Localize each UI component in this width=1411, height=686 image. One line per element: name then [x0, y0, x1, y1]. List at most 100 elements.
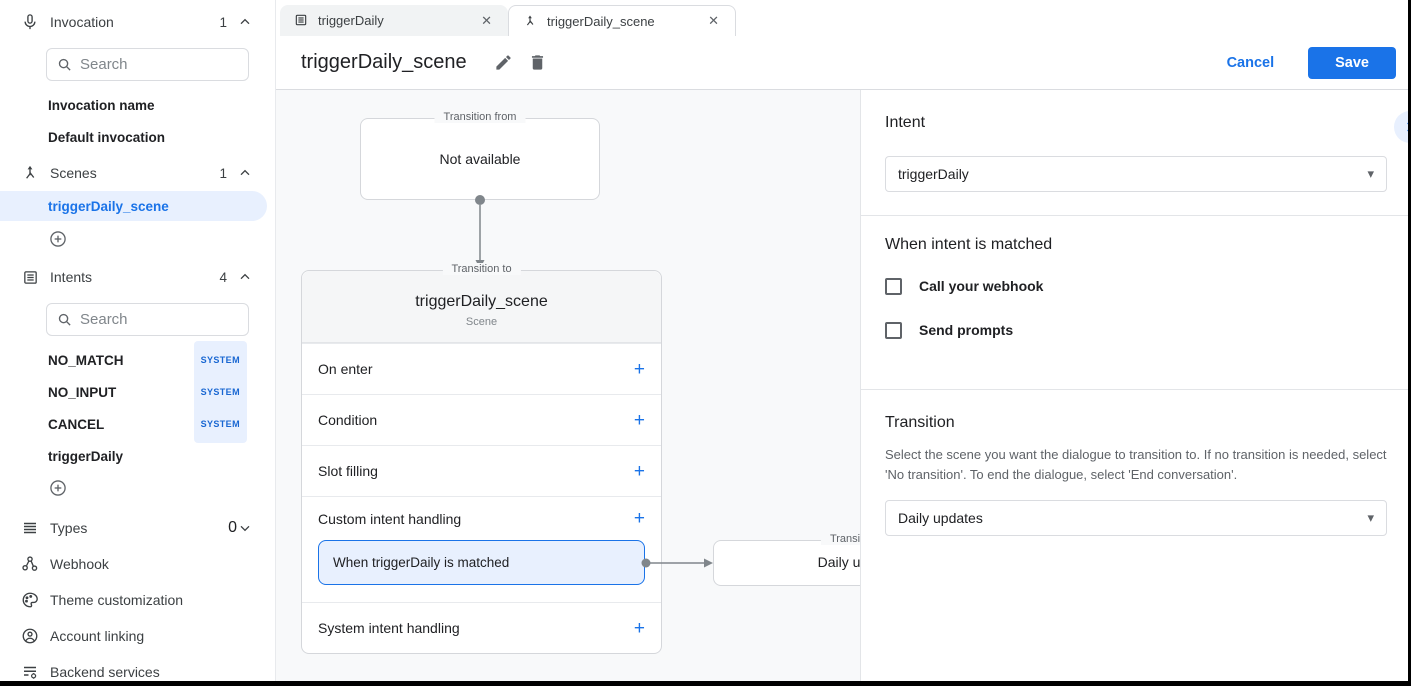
- scenes-icon: [20, 163, 40, 183]
- sidebar-item-intent[interactable]: triggerDaily: [48, 448, 124, 464]
- add-scene-button[interactable]: [0, 223, 275, 255]
- delete-button[interactable]: [521, 46, 555, 80]
- toolbar: triggerDaily_scene Cancel Save: [276, 36, 1411, 90]
- add-icon[interactable]: +: [633, 409, 645, 431]
- transition-from-node[interactable]: Transition from Not available: [360, 111, 600, 200]
- plus-circle-icon: [50, 480, 66, 496]
- content-area: Transition from Not available Transition…: [276, 90, 1411, 686]
- sidebar-item-triggerdaily-scene[interactable]: triggerDaily_scene: [0, 191, 267, 221]
- chevron-up-icon[interactable]: [237, 165, 253, 181]
- sidebar-section-label: Scenes: [50, 165, 97, 181]
- scene-row-system-intent-handling[interactable]: System intent handling +: [302, 602, 661, 653]
- types-count: 0: [228, 519, 237, 536]
- transition-from-content: Not available: [439, 151, 521, 167]
- add-intent-button[interactable]: [0, 472, 275, 504]
- plus-circle-icon: [50, 231, 66, 247]
- sidebar-item-webhook[interactable]: Webhook: [0, 546, 275, 582]
- cancel-button[interactable]: Cancel: [1226, 54, 1275, 71]
- dropdown-caret-icon: ▾: [1367, 510, 1374, 525]
- intents-icon: [20, 267, 40, 287]
- account-circle-icon: [20, 626, 40, 646]
- scene-row-on-enter[interactable]: On enter +: [302, 343, 661, 394]
- scene-node-header: triggerDaily_scene Scene: [302, 271, 661, 343]
- sidebar-section-label: Intents: [50, 269, 93, 285]
- intent-tab-icon: [294, 13, 309, 28]
- sidebar-item-invocation-name[interactable]: Invocation name: [48, 97, 155, 113]
- transition-heading: Transition: [885, 414, 955, 431]
- palette-icon: [20, 590, 40, 610]
- tab-strip: triggerDaily ✕ triggerDaily_scene ✕: [276, 0, 1411, 36]
- transition-target-node[interactable]: Transition to Daily updates: [713, 533, 860, 586]
- tab-triggerdaily-scene[interactable]: triggerDaily_scene ✕: [508, 5, 736, 36]
- window-edge-right: [1408, 0, 1411, 686]
- sidebar-section-label: Invocation: [50, 14, 114, 30]
- search-icon: [57, 57, 72, 72]
- intent-select[interactable]: triggerDaily ▾: [885, 156, 1387, 192]
- sidebar-item-intent[interactable]: NO_INPUT SYSTEM: [0, 373, 275, 411]
- intent-editor-panel: Intent triggerDaily ▾ When intent is mat…: [860, 90, 1411, 686]
- call-webhook-option[interactable]: Call your webhook: [885, 274, 1387, 298]
- chevron-up-icon[interactable]: [237, 269, 253, 285]
- sidebar-section-types[interactable]: Types 0: [0, 510, 275, 546]
- close-icon[interactable]: ✕: [708, 13, 719, 28]
- dropdown-caret-icon: ▾: [1367, 166, 1374, 181]
- invocation-count: 1: [219, 14, 227, 30]
- sidebar: Invocation 1 Invocation name Default inv…: [0, 0, 279, 686]
- add-icon[interactable]: +: [633, 460, 645, 482]
- chevron-up-icon[interactable]: [237, 14, 253, 30]
- add-icon[interactable]: +: [633, 617, 645, 639]
- scene-row-slot-filling[interactable]: Slot filling +: [302, 445, 661, 496]
- sidebar-section-scenes[interactable]: Scenes 1: [0, 157, 275, 189]
- intents-search[interactable]: [46, 303, 279, 336]
- save-button[interactable]: Save: [1308, 46, 1396, 79]
- sidebar-section-invocation[interactable]: Invocation 1: [0, 6, 275, 38]
- down-arrow-connector: [475, 195, 485, 269]
- transition-target-content: Daily updates: [817, 554, 860, 570]
- sidebar-section-intents[interactable]: Intents 4: [0, 261, 275, 293]
- checkbox-call-webhook[interactable]: [885, 277, 902, 295]
- sidebar-item-default-invocation[interactable]: Default invocation: [48, 129, 166, 145]
- transition-section: Transition Select the scene you want the…: [861, 390, 1411, 560]
- transition-select[interactable]: Daily updates ▾: [885, 500, 1387, 536]
- sidebar-item-intent[interactable]: CANCEL SYSTEM: [0, 405, 275, 443]
- main-area: triggerDaily ✕ triggerDaily_scene ✕ trig…: [276, 0, 1411, 686]
- scene-row-custom-intent-handling[interactable]: Custom intent handling +: [302, 496, 661, 540]
- checkbox-send-prompts[interactable]: [885, 321, 902, 339]
- trash-icon: [532, 55, 544, 70]
- chevron-down-icon[interactable]: [237, 520, 253, 536]
- add-icon[interactable]: +: [633, 358, 645, 380]
- intent-section: Intent triggerDaily ▾: [861, 90, 1411, 216]
- right-arrow-connector: [641, 558, 713, 568]
- edit-button[interactable]: [487, 46, 521, 80]
- webhook-icon: [20, 554, 40, 574]
- when-matched-heading: When intent is matched: [885, 236, 1053, 253]
- when-matched-section: When intent is matched Call your webhook…: [861, 216, 1411, 390]
- close-icon[interactable]: ✕: [481, 12, 492, 28]
- node-legend: Transition from: [434, 111, 526, 123]
- sidebar-item-theme-customization[interactable]: Theme customization: [0, 582, 275, 618]
- sidebar-section-label: Types: [50, 520, 88, 536]
- invocation-search[interactable]: [46, 48, 279, 81]
- tab-triggerdaily[interactable]: triggerDaily ✕: [280, 5, 508, 36]
- sidebar-item-backend-services[interactable]: Backend services: [0, 654, 275, 686]
- search-icon: [57, 312, 72, 327]
- scene-node-title: triggerDaily_scene: [415, 293, 548, 310]
- scenes-count: 1: [219, 165, 227, 181]
- scene-canvas[interactable]: Transition from Not available Transition…: [276, 90, 860, 686]
- scene-row-condition[interactable]: Condition +: [302, 394, 661, 445]
- intents-count: 4: [219, 269, 227, 285]
- sidebar-item-intent[interactable]: NO_MATCH SYSTEM: [0, 341, 275, 379]
- matched-intent-card[interactable]: When triggerDaily is matched: [318, 540, 645, 585]
- window-edge-bottom: [0, 681, 1411, 686]
- sidebar-item-account-linking[interactable]: Account linking: [0, 618, 275, 654]
- scene-node[interactable]: Transition to triggerDaily_scene Scene O…: [301, 263, 662, 654]
- invocation-search-input[interactable]: [80, 56, 279, 73]
- send-prompts-option[interactable]: Send prompts: [885, 318, 1387, 342]
- system-badge: SYSTEM: [193, 405, 247, 443]
- system-badge: SYSTEM: [193, 373, 247, 411]
- node-legend: Transition to: [442, 263, 521, 275]
- intents-search-input[interactable]: [80, 311, 279, 328]
- add-icon[interactable]: +: [633, 508, 645, 529]
- transition-description: Select the scene you want the dialogue t…: [885, 447, 1387, 482]
